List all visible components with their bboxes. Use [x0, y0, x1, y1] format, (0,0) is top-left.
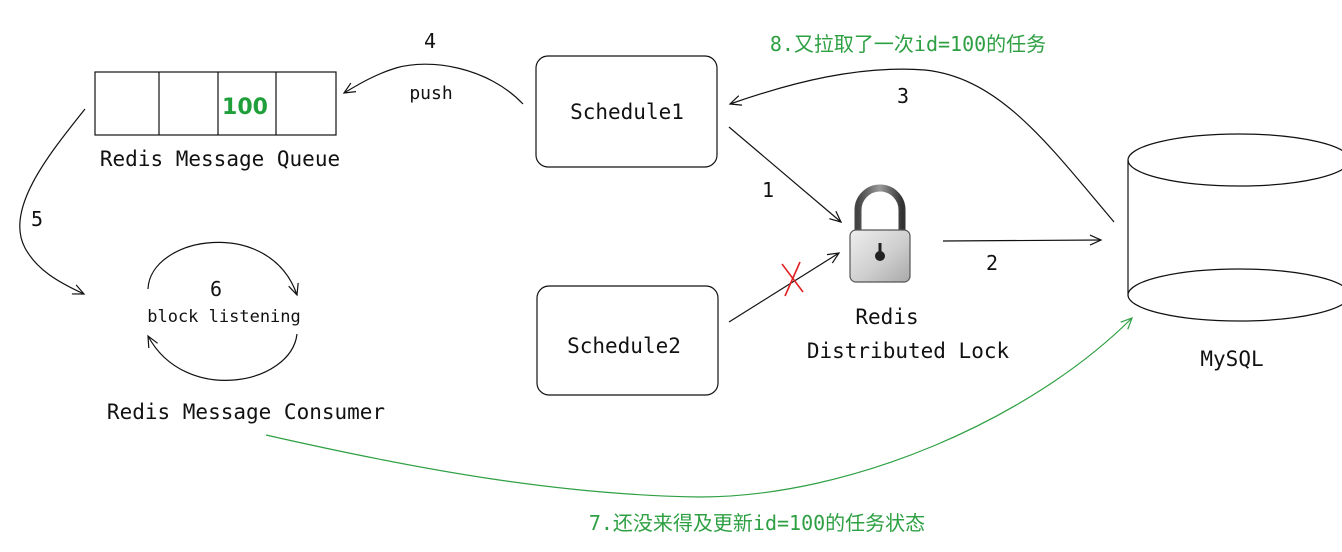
block-listening-label: block listening [147, 307, 301, 327]
database-icon [1127, 133, 1342, 322]
queue-slot-value: 100 [222, 95, 268, 120]
push-arrow [342, 63, 524, 105]
step-8-label: 8.又拉取了一次id=100的任务 [770, 32, 1046, 56]
consumer-loop-bottom-arrow [147, 333, 298, 381]
reject-cross-icon [781, 261, 804, 297]
lock-node: Redis Distributed Lock [807, 184, 1010, 363]
schedule2-box [536, 285, 719, 396]
schedule1-node: Schedule1 [535, 55, 718, 168]
queue-box [94, 71, 337, 136]
queue-caption: Redis Message Queue [100, 147, 340, 171]
consume-arrow [19, 108, 86, 295]
rejected-lock-arrow [728, 252, 841, 323]
schedule1-box [535, 55, 718, 168]
lock-icon [849, 184, 911, 283]
mysql-node: MySQL [1127, 133, 1342, 371]
return-tasks-arrow [728, 68, 1115, 223]
step-2-label: 2 [986, 251, 998, 275]
schedule2-label: Schedule2 [567, 334, 681, 358]
consumer-caption: Redis Message Consumer [107, 400, 385, 424]
lock-subtitle: Distributed Lock [807, 339, 1010, 363]
query-mysql-arrow [942, 234, 1103, 246]
schedule2-node: Schedule2 [536, 285, 719, 396]
step-1-label: 1 [762, 178, 774, 202]
mysql-label: MySQL [1200, 347, 1263, 371]
lock-title: Redis [855, 305, 918, 329]
step-7-label: 7.还没来得及更新id=100的任务状态 [589, 511, 925, 535]
step-3-label: 3 [897, 84, 909, 108]
step-5-label: 5 [31, 207, 43, 231]
step-4-label: 4 [424, 29, 436, 53]
schedule1-label: Schedule1 [570, 100, 684, 124]
redis-message-queue: 100 Redis Message Queue [94, 71, 340, 171]
consumer-loop-top-arrow [147, 241, 299, 297]
redis-consumer: 6 block listening Redis Message Consumer [107, 241, 385, 424]
push-label: push [409, 83, 452, 104]
update-status-arrow [265, 316, 1134, 498]
acquire-lock-arrow [728, 126, 843, 223]
step-6-label: 6 [210, 277, 222, 301]
